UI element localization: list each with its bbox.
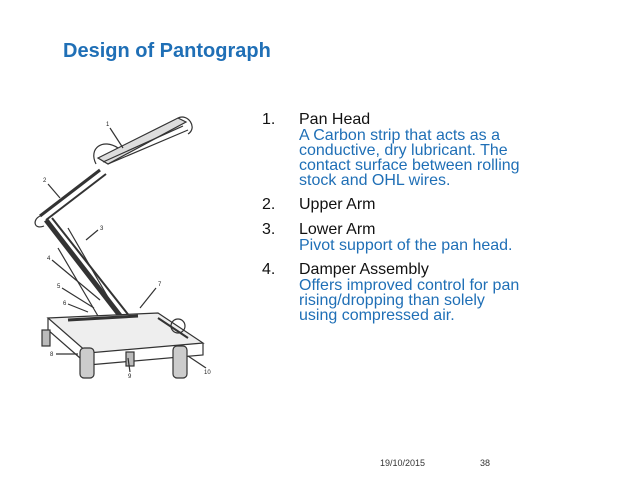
callout-10: 10 — [204, 370, 211, 376]
item-description-line: using compressed air. — [299, 307, 455, 324]
item-heading: Pan Head — [299, 111, 371, 128]
callout-5: 5 — [57, 284, 61, 290]
callout-8: 8 — [50, 352, 54, 358]
item-description-line: Offers improved control for pan — [299, 277, 520, 294]
component-list: 1. Pan Head A Carbon strip that acts as … — [262, 112, 622, 332]
item-number: 1. — [262, 111, 276, 128]
item-number: 3. — [262, 221, 276, 238]
item-heading: Upper Arm — [299, 196, 376, 213]
callout-9: 9 — [128, 374, 132, 380]
page-number: 38 — [480, 458, 491, 468]
list-item-damper-assembly: 4. Damper Assembly Offers improved contr… — [262, 261, 622, 324]
item-description-line: stock and OHL wires. — [299, 172, 451, 189]
item-description-line: contact surface between rolling — [299, 157, 520, 174]
footer-date: 19/10/2015 — [380, 458, 426, 468]
item-heading: Damper Assembly — [299, 261, 429, 278]
callout-2: 2 — [43, 178, 47, 184]
item-description-line: conductive, dry lubricant. The — [299, 142, 508, 159]
callout-4: 4 — [47, 256, 51, 262]
item-description-line: rising/dropping than solely — [299, 292, 485, 309]
callout-6: 6 — [63, 301, 67, 307]
list-item-lower-arm: 3. Lower Arm Pivot support of the pan he… — [262, 221, 622, 254]
pantograph-illustration: 1 2 3 4 5 6 7 8 9 10 — [28, 108, 224, 383]
item-description-line: Pivot support of the pan head. — [299, 237, 513, 254]
item-number: 4. — [262, 261, 276, 278]
callout-1: 1 — [106, 122, 110, 128]
pantograph-drawing: 1 2 3 4 5 6 7 8 9 10 — [34, 116, 211, 380]
callout-7: 7 — [158, 282, 162, 288]
item-heading: Lower Arm — [299, 221, 376, 238]
item-description-line: A Carbon strip that acts as a — [299, 127, 500, 144]
list-item-pan-head: 1. Pan Head A Carbon strip that acts as … — [262, 111, 622, 189]
list-item-upper-arm: 2. Upper Arm — [262, 197, 622, 213]
item-number: 2. — [262, 196, 276, 213]
slide-title: Design of Pantograph — [63, 40, 271, 62]
callout-3: 3 — [100, 226, 104, 232]
